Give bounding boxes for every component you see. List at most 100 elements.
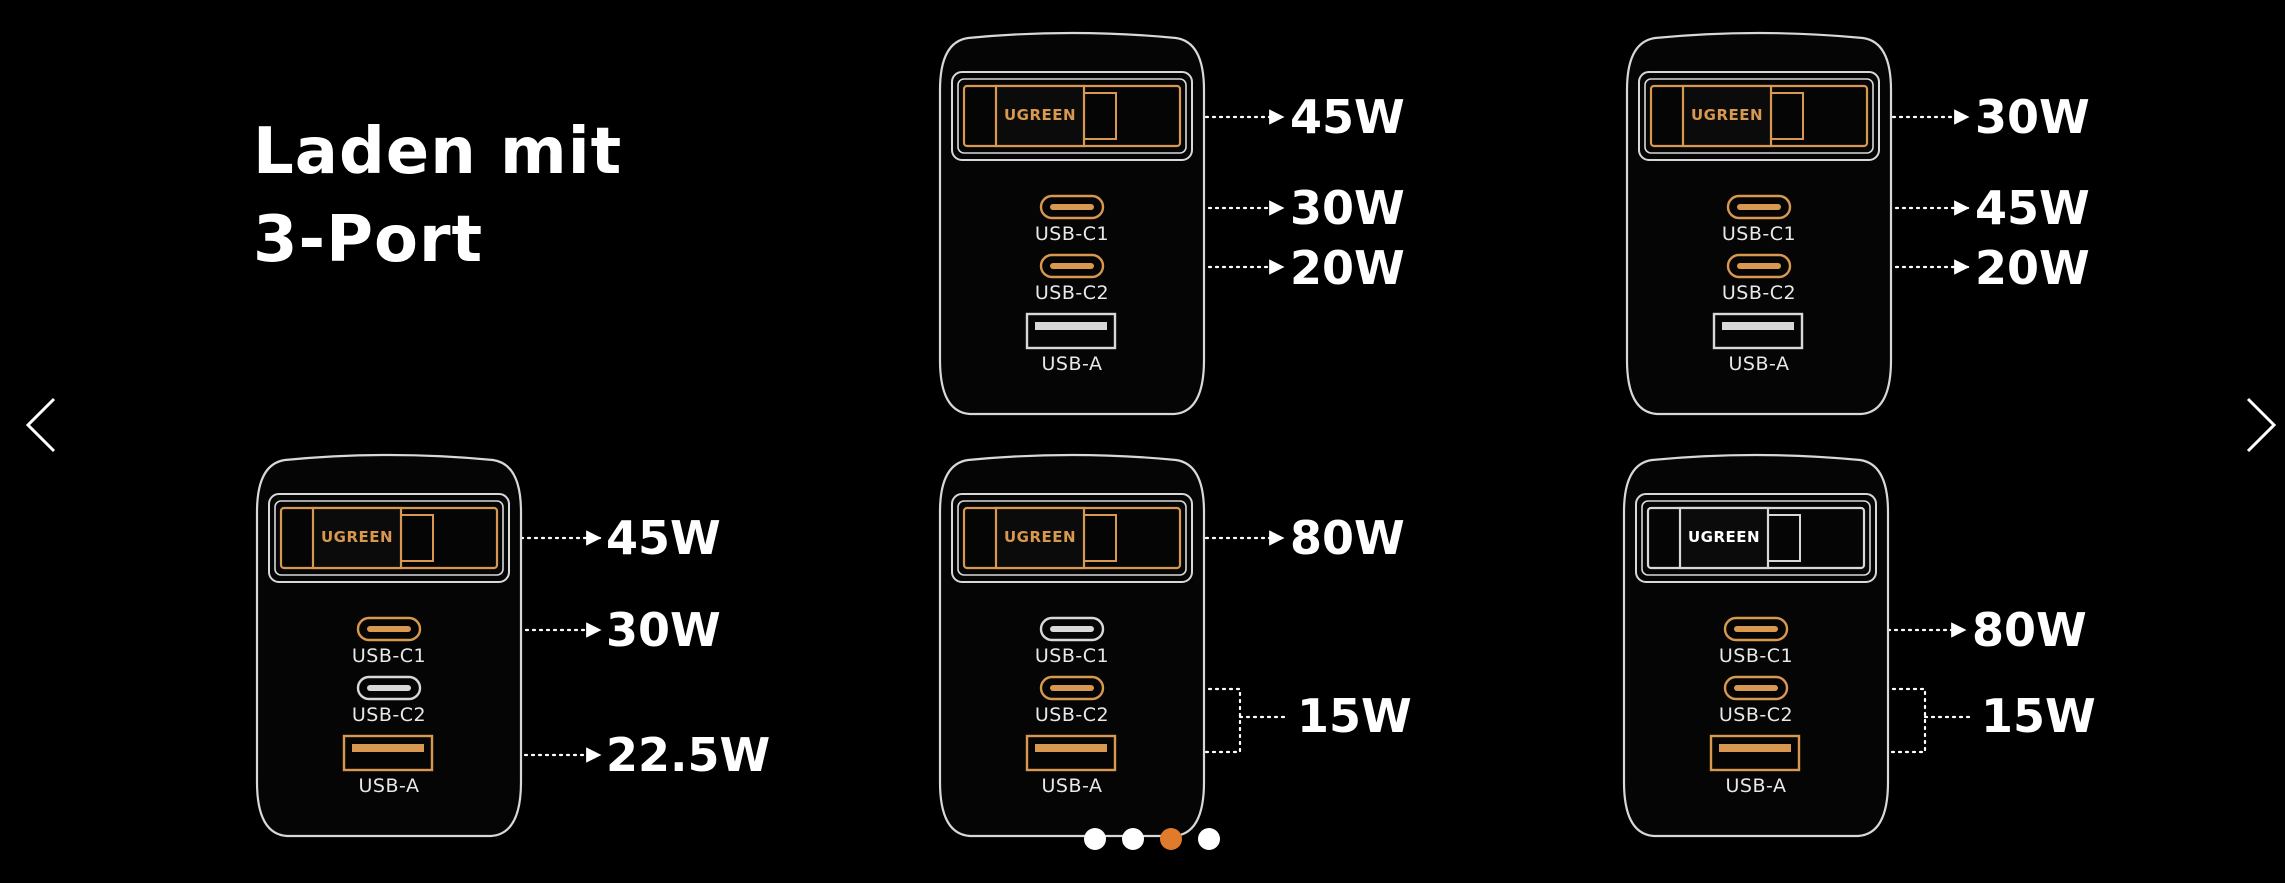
pagination-dot-1[interactable] [1084, 828, 1106, 850]
watt-label: 15W [1981, 689, 2096, 743]
usb-c3-port [951, 493, 1193, 583]
watt-label: 15W [1297, 689, 1412, 743]
plug-brand-panel [994, 84, 1086, 148]
port-label-c1: USB-C1 [1034, 645, 1110, 667]
usb-c2-port [356, 675, 422, 701]
usb-a-port [1709, 734, 1801, 772]
charger-outline [938, 453, 1206, 838]
pagination-dot-2[interactable] [1122, 828, 1144, 850]
carousel-pagination [1084, 828, 1220, 850]
port-label-c1: USB-C1 [1034, 223, 1110, 245]
port-label-a: USB-A [1041, 775, 1103, 797]
usb-c1-port [1726, 194, 1792, 220]
watt-label: 20W [1975, 241, 2090, 295]
usb-c3-port [1635, 493, 1877, 583]
pagination-dot-4[interactable] [1198, 828, 1220, 850]
usb-a-tongue [1035, 322, 1107, 330]
watt-label: 45W [606, 511, 721, 565]
port-label-c2: USB-C2 [1034, 704, 1110, 726]
carousel-prev-button[interactable] [22, 393, 62, 457]
port-label-c1: USB-C1 [1718, 645, 1794, 667]
usb-c2-tongue [1734, 685, 1778, 691]
chevron-left-icon [25, 397, 56, 453]
usb-c3-inner [1641, 500, 1871, 576]
usb-c3-inner [274, 500, 504, 576]
usb-c1-tongue [1050, 204, 1094, 210]
ugreen-logo: UGREEN [1690, 106, 1764, 124]
usb-a-port [1712, 312, 1804, 350]
port-label-a: USB-A [1041, 353, 1103, 375]
usb-c1-tongue [367, 626, 411, 632]
watt-label: 45W [1975, 181, 2090, 235]
usb-c3-inner [957, 78, 1187, 154]
ugreen-logo: UGREEN [1003, 106, 1077, 124]
port-label-c2: USB-C2 [351, 704, 427, 726]
plug-brand-panel [994, 506, 1086, 570]
port-label-c1: USB-C1 [351, 645, 427, 667]
usb-a-port [1025, 734, 1117, 772]
port-label-a: USB-A [358, 775, 420, 797]
usb-c2-tongue [1737, 263, 1781, 269]
port-label-c2: USB-C2 [1034, 282, 1110, 304]
watt-label: 30W [1975, 90, 2090, 144]
port-label-a: USB-A [1725, 775, 1787, 797]
usb-c1-port [1723, 616, 1789, 642]
usb-c3-inner [957, 500, 1187, 576]
usb-c3-port [268, 493, 510, 583]
usb-c3-port [1638, 71, 1880, 161]
usb-c2-tongue [367, 685, 411, 691]
usb-c2-port [1723, 675, 1789, 701]
usb-c2-port [1039, 675, 1105, 701]
port-label-c1: USB-C1 [1721, 223, 1797, 245]
port-label-c2: USB-C2 [1718, 704, 1794, 726]
usb-c1-tongue [1734, 626, 1778, 632]
charger-outline [1622, 453, 1890, 838]
usb-c2-tongue [1050, 685, 1094, 691]
ugreen-logo: UGREEN [320, 528, 394, 546]
usb-a-tongue [1719, 744, 1791, 752]
usb-a-tongue [1035, 744, 1107, 752]
usb-a-port [1025, 312, 1117, 350]
carousel-next-button[interactable] [2240, 393, 2280, 457]
plug-brand-panel [1678, 506, 1770, 570]
watt-label: 80W [1972, 603, 2087, 657]
usb-c2-port [1039, 253, 1105, 279]
port-label-c2: USB-C2 [1721, 282, 1797, 304]
slide-heading: Laden mit 3-Port [253, 108, 622, 284]
charger-outline [938, 31, 1206, 416]
heading-line-2: 3-Port [253, 203, 484, 277]
usb-a-tongue [1722, 322, 1794, 330]
heading-line-1: Laden mit [253, 115, 623, 189]
chevron-right-icon [2246, 397, 2277, 453]
usb-c3-inner [1644, 78, 1874, 154]
usb-c2-port [1726, 253, 1792, 279]
usb-a-tongue [352, 744, 424, 752]
ugreen-logo: UGREEN [1003, 528, 1077, 546]
ugreen-logo: UGREEN [1687, 528, 1761, 546]
watt-label: 80W [1290, 511, 1405, 565]
usb-a-port [342, 734, 434, 772]
usb-c1-port [356, 616, 422, 642]
watt-label: 22.5W [606, 728, 771, 782]
charger-outline [255, 453, 523, 838]
usb-c2-tongue [1050, 263, 1094, 269]
plug-brand-panel [311, 506, 403, 570]
usb-c1-tongue [1050, 626, 1094, 632]
usb-c1-port [1039, 194, 1105, 220]
charger-outline [1625, 31, 1893, 416]
watt-label: 45W [1290, 90, 1405, 144]
usb-c1-port [1039, 616, 1105, 642]
watt-label: 30W [1290, 181, 1405, 235]
watt-label: 20W [1290, 241, 1405, 295]
port-label-a: USB-A [1728, 353, 1790, 375]
usb-c3-port [951, 71, 1193, 161]
pagination-dot-3[interactable] [1160, 828, 1182, 850]
watt-label: 30W [606, 603, 721, 657]
usb-c1-tongue [1737, 204, 1781, 210]
